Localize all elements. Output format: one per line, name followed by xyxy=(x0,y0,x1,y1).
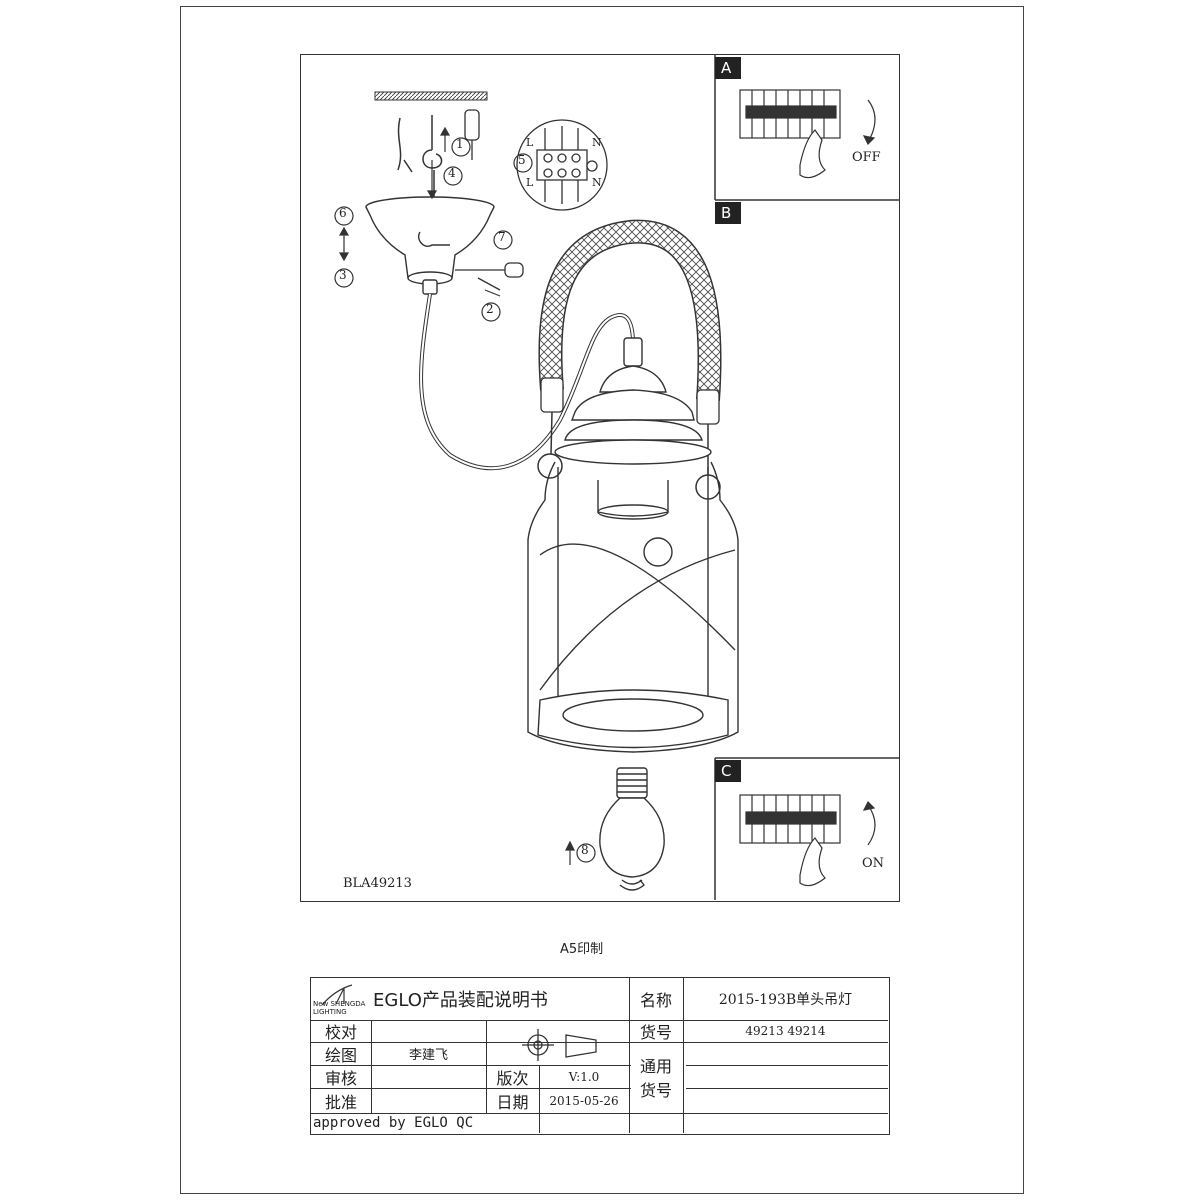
step-number-markers xyxy=(334,137,596,863)
step-6-label: 6 xyxy=(339,206,347,220)
panel-a-tag-bg xyxy=(715,57,741,79)
approved-note: approved by EGLO QC xyxy=(313,1115,474,1131)
check-label: 校对 xyxy=(324,1023,357,1042)
step-2-label: 2 xyxy=(486,302,494,316)
breaker-panel-c xyxy=(739,794,876,887)
light-bulb-icon xyxy=(599,767,665,891)
wire-letter-n-bottom: N xyxy=(592,176,602,189)
company-logo-text: New SHENGDA LIGHTING xyxy=(313,1000,366,1016)
step-8-label: 8 xyxy=(581,843,589,857)
item-label: 货号 xyxy=(639,1023,672,1042)
ceiling-screw-icon xyxy=(464,109,480,160)
assembly-drawing xyxy=(300,54,900,902)
step-4-label: 4 xyxy=(448,166,456,180)
ceiling-canopy xyxy=(365,196,495,295)
version-value: V:1.0 xyxy=(568,1069,600,1084)
step-7-label: 7 xyxy=(498,230,506,244)
wire-letter-l-bottom: L xyxy=(526,176,534,189)
name-value: 2015-193B单头吊灯 xyxy=(718,992,853,1008)
check-value xyxy=(371,1020,486,1042)
wire-letter-n-top: N xyxy=(592,136,602,149)
review-label: 审核 xyxy=(324,1068,357,1088)
lamp-cap xyxy=(554,337,712,465)
wire-letter-l-top: L xyxy=(526,136,534,149)
panel-c-tag-bg xyxy=(715,760,741,782)
panel-b-tag-bg xyxy=(715,202,741,224)
common-label-2: 货号 xyxy=(639,1081,672,1100)
title-block: New SHENGDA LIGHTING EGLO产品装配说明书 名称 2015… xyxy=(310,977,890,1135)
projection-symbol-icon xyxy=(522,1029,597,1061)
panel-c-tag: C xyxy=(721,762,732,780)
item-value: 49213 49214 xyxy=(745,1024,826,1038)
draw-label: 绘图 xyxy=(324,1045,357,1065)
breaker-panel-a xyxy=(739,89,876,179)
step-arrows xyxy=(338,126,575,865)
terminal-block-detail xyxy=(516,119,608,211)
model-code-label: BLA49213 xyxy=(343,876,412,891)
panel-c-state-label: ON xyxy=(862,856,885,871)
approve-label: 批准 xyxy=(324,1092,357,1112)
name-label: 名称 xyxy=(639,991,672,1010)
lamp-shade xyxy=(527,461,739,753)
step-1-label: 1 xyxy=(456,137,464,151)
document-title: EGLO产品装配说明书 xyxy=(373,990,548,1011)
ceiling xyxy=(374,91,488,101)
step-5-label: 5 xyxy=(518,153,526,167)
step-3-label: 3 xyxy=(339,268,347,282)
date-value: 2015-05-26 xyxy=(549,1093,619,1108)
common-label: 通用 xyxy=(639,1057,672,1076)
panel-a-state-label: OFF xyxy=(852,150,881,165)
panel-a-tag: A xyxy=(721,59,732,77)
rope-handle xyxy=(537,219,722,500)
version-label: 版次 xyxy=(496,1068,529,1088)
date-label: 日期 xyxy=(496,1092,529,1112)
shengda-logo-icon xyxy=(321,984,353,1006)
page-border xyxy=(180,6,1024,1194)
screwdriver-icon xyxy=(455,262,524,291)
draw-value: 李建飞 xyxy=(408,1048,448,1063)
panel-b-tag: B xyxy=(721,204,732,222)
panel-frames xyxy=(714,55,899,900)
print-size-note: A5印制 xyxy=(560,942,604,957)
